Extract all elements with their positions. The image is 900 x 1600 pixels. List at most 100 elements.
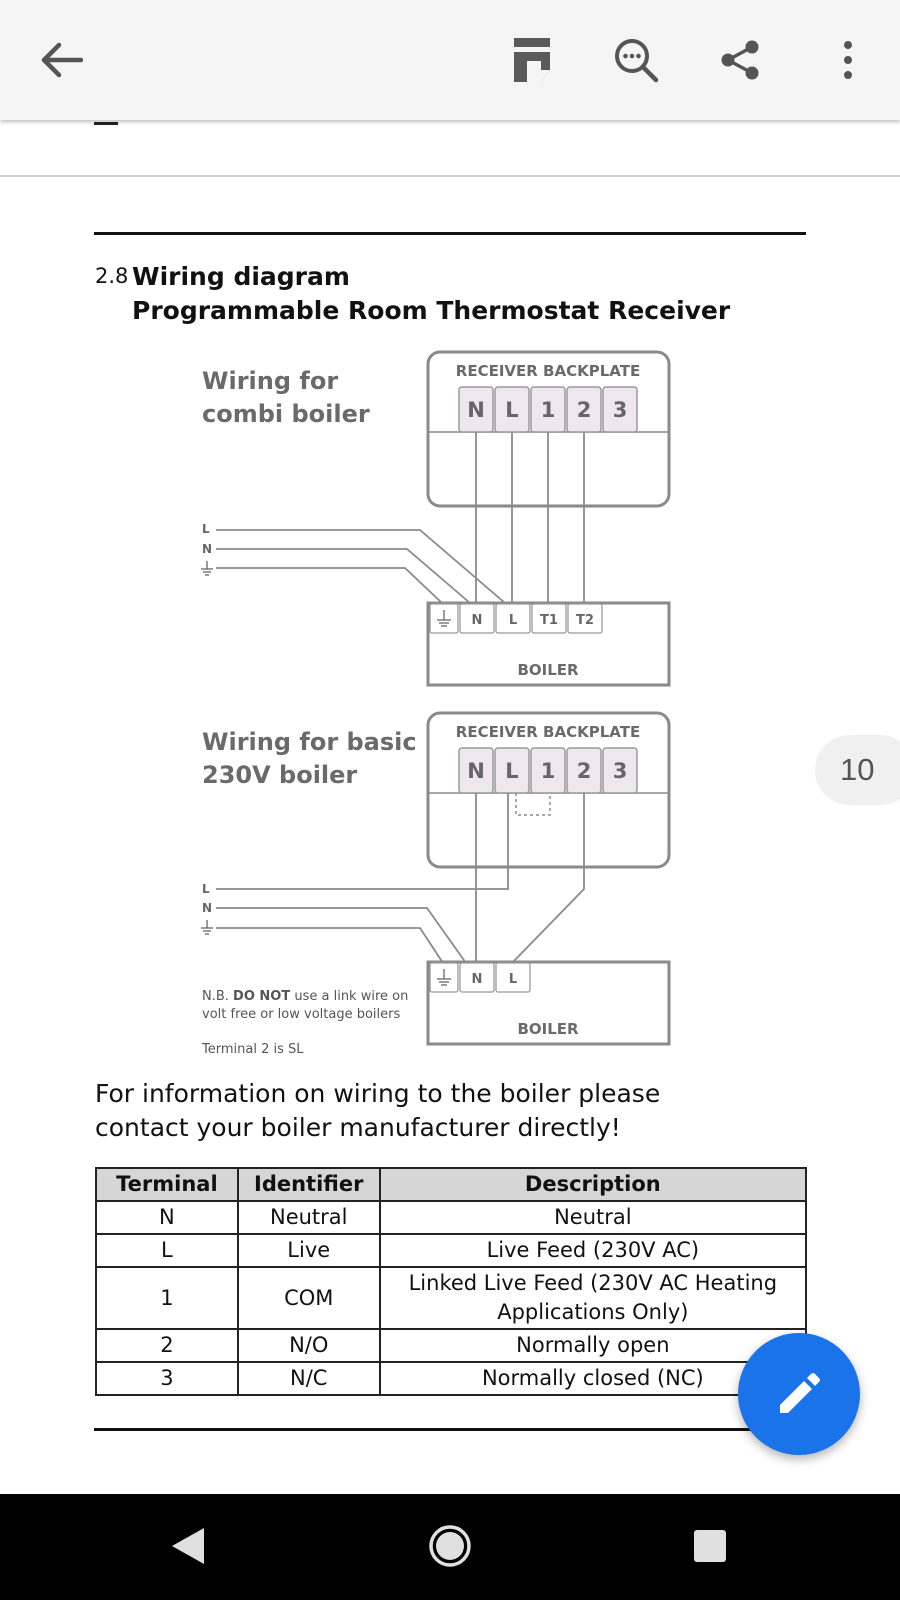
cell-description: Linked Live Feed (230V AC Heating Applic… — [378, 1266, 808, 1330]
d1-earth-icon — [201, 561, 213, 576]
table-row: L Live Live Feed (230V AC) — [95, 1233, 808, 1268]
diagram2-label-line2: 230V boiler — [202, 761, 358, 789]
edit-fab-button[interactable] — [738, 1333, 860, 1455]
back-arrow-icon — [41, 42, 83, 78]
diagram1-backplate-terminals: N L 1 2 3 — [458, 386, 638, 433]
nav-home-button[interactable] — [420, 1516, 480, 1576]
more-options-button[interactable] — [812, 24, 884, 96]
more-vert-icon — [844, 41, 852, 79]
section-number: 2.8 — [95, 264, 129, 288]
diagram1-label: Wiring for combi boiler — [202, 365, 370, 431]
cell-identifier: Live — [236, 1233, 381, 1268]
d2-bp-terminal-2: 2 — [577, 759, 592, 783]
table-row: 2 N/O Normally open — [95, 1328, 808, 1363]
d1-bp-terminal-n: N — [467, 398, 485, 422]
diagram1-label-line1: Wiring for — [202, 367, 339, 395]
nav-recents-button[interactable] — [680, 1516, 740, 1576]
document-outline-icon — [514, 38, 550, 82]
d2-boiler-earth-icon — [437, 969, 451, 986]
section-bottom-rule — [94, 1428, 806, 1431]
wiring-diagram: RECEIVER BACKPLATE N L 1 2 3 L N — [201, 350, 671, 1046]
nav-back-icon — [172, 1528, 204, 1564]
page-divider — [0, 175, 900, 177]
search-icon — [615, 39, 659, 83]
cell-description: Normally open — [378, 1328, 808, 1363]
d2-link-wire-dashed — [515, 793, 551, 816]
d2-bp-terminal-3: 3 — [613, 759, 628, 783]
header-description: Description — [378, 1167, 808, 1202]
share-icon — [721, 40, 759, 80]
cell-description: Neutral — [378, 1200, 808, 1235]
system-navigation-bar — [0, 1494, 900, 1600]
cell-terminal: 3 — [95, 1361, 239, 1396]
cell-identifier: Neutral — [236, 1200, 381, 1235]
d2-bp-terminal-1: 1 — [541, 759, 556, 783]
d2-boiler-terminal-n: N — [472, 972, 483, 987]
section-title-line2: Programmable Room Thermostat Receiver — [132, 296, 731, 325]
table-row: N Neutral Neutral — [95, 1200, 808, 1235]
d1-boiler-earth-icon — [437, 610, 451, 627]
previous-page-remnant — [94, 122, 118, 125]
section-title: Wiring diagram Programmable Room Thermos… — [132, 260, 730, 328]
d2-mains-l: L — [202, 882, 210, 896]
d1-boiler-terminal-t2: T2 — [576, 613, 594, 628]
diagram1-wires — [216, 432, 585, 604]
note-line2: volt free or low voltage boilers — [202, 1007, 401, 1022]
diagram1-mains-labels: L N — [201, 522, 213, 576]
cell-identifier: N/C — [236, 1361, 381, 1396]
table-row: 3 N/C Normally closed (NC) — [95, 1361, 808, 1396]
info-line2: contact your boiler manufacturer directl… — [95, 1113, 621, 1142]
search-button[interactable] — [600, 24, 672, 96]
d1-boiler-terminal-l: L — [509, 613, 517, 628]
note-rest: use a link wire on — [290, 989, 409, 1004]
d2-boiler-terminal-l: L — [509, 972, 517, 987]
terminal-table: Terminal Identifier Description N Neutra… — [95, 1167, 808, 1396]
nav-back-button[interactable] — [158, 1516, 218, 1576]
cell-description: Normally closed (NC) — [378, 1361, 808, 1396]
d1-boiler-label: BOILER — [517, 661, 579, 679]
diagram2-wires — [216, 793, 585, 964]
diagram2-mains-labels: L N — [201, 882, 213, 935]
d2-earth-icon — [201, 920, 213, 935]
diagram2-label: Wiring for basic 230V boiler — [202, 726, 417, 792]
header-terminal: Terminal — [95, 1167, 239, 1202]
d2-bp-terminal-n: N — [467, 759, 485, 783]
document-outline-button[interactable] — [496, 24, 568, 96]
diagram1-label-line2: combi boiler — [202, 400, 370, 428]
d1-bp-terminal-l: L — [505, 398, 518, 422]
back-button[interactable] — [25, 24, 97, 96]
d1-mains-l: L — [202, 522, 210, 536]
page-number-indicator: 10 — [815, 735, 900, 805]
info-line1: For information on wiring to the boiler … — [95, 1079, 661, 1108]
share-button[interactable] — [704, 24, 776, 96]
boiler-info-text: For information on wiring to the boiler … — [95, 1077, 660, 1145]
note-bold: DO NOT — [233, 989, 291, 1004]
cell-terminal: N — [95, 1200, 239, 1235]
note-prefix: N.B. — [202, 989, 234, 1004]
cell-description-line2: Applications Only) — [497, 1300, 689, 1324]
section-top-rule — [94, 232, 806, 235]
app-toolbar — [0, 0, 900, 120]
nav-home-icon — [429, 1525, 471, 1567]
diagram2-boiler: N L BOILER — [426, 960, 671, 1046]
d2-boiler-label: BOILER — [517, 1020, 579, 1038]
d2-mains-n: N — [202, 901, 212, 915]
cell-terminal: 2 — [95, 1328, 239, 1363]
d1-boiler-terminal-n: N — [472, 613, 483, 628]
cell-identifier: COM — [236, 1266, 381, 1330]
cell-terminal: L — [95, 1233, 239, 1268]
cell-terminal: 1 — [95, 1266, 239, 1330]
cell-description-line1: Linked Live Feed (230V AC Heating — [408, 1271, 778, 1295]
diagram2-backplate-terminals: N L 1 2 3 — [458, 747, 638, 794]
d1-bp-terminal-3: 3 — [613, 398, 628, 422]
table-header-row: Terminal Identifier Description — [95, 1167, 808, 1202]
diagram2-label-line1: Wiring for basic — [202, 728, 417, 756]
nav-recents-icon — [694, 1530, 726, 1562]
d1-mains-n: N — [202, 542, 212, 556]
diagram1-backplate-label: RECEIVER BACKPLATE — [456, 362, 640, 380]
d1-bp-terminal-2: 2 — [577, 398, 592, 422]
diagram1-boiler: N L T1 T2 BOILER — [426, 601, 671, 687]
header-identifier: Identifier — [236, 1167, 381, 1202]
table-row: 1 COM Linked Live Feed (230V AC Heating … — [95, 1266, 808, 1330]
